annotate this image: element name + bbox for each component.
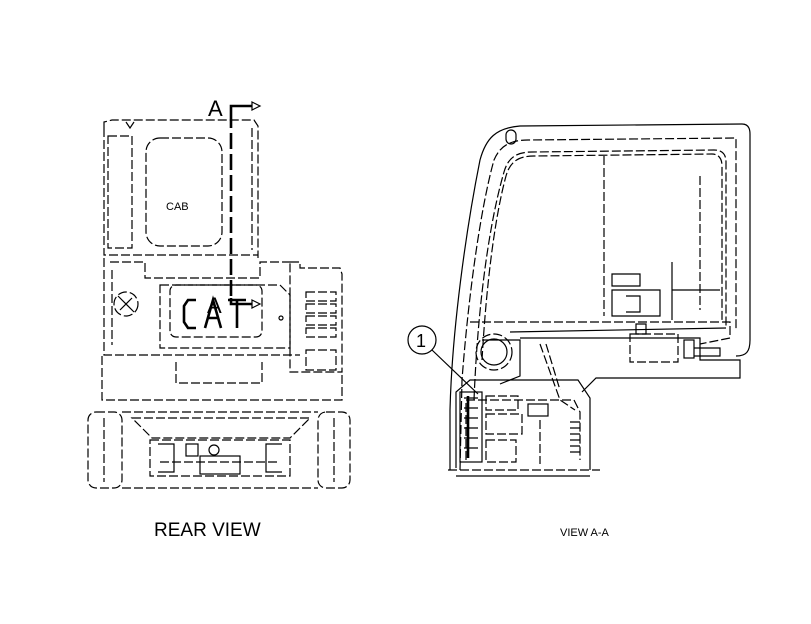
rear-counterweight	[159, 284, 291, 349]
rear-cab-outline	[103, 119, 259, 258]
callout-1-leader	[431, 349, 479, 395]
rear-logo-panel	[169, 284, 263, 338]
callout-1-label: 1	[416, 331, 426, 351]
section-marker-bottom: A	[207, 293, 222, 318]
cat-logo-mark	[182, 298, 196, 330]
rear-view-drawing: A A CAB	[87, 96, 351, 489]
section-cab-frame	[449, 123, 751, 470]
section-side-unit	[629, 333, 679, 363]
fuse-panel	[459, 391, 483, 463]
rear-right-track	[317, 411, 351, 489]
callout-1-circle	[407, 325, 437, 355]
section-spring	[570, 421, 580, 453]
rear-left-track	[87, 411, 123, 489]
section-view-drawing: 1	[407, 123, 751, 477]
section-window	[481, 153, 723, 361]
section-lower-body	[455, 379, 591, 470]
rear-cab-pillar	[107, 135, 133, 249]
rear-view-caption: REAR VIEW	[154, 520, 261, 541]
section-platform	[520, 337, 741, 393]
section-marker-top: A	[208, 96, 223, 121]
section-filter	[480, 338, 508, 366]
cab-label: CAB	[166, 201, 189, 213]
rear-lower-band	[101, 356, 343, 401]
rear-lamp	[113, 291, 139, 317]
rear-undercarriage-frame	[149, 439, 291, 477]
view-aa-caption: VIEW A-A	[560, 527, 609, 539]
rear-window	[145, 137, 223, 247]
